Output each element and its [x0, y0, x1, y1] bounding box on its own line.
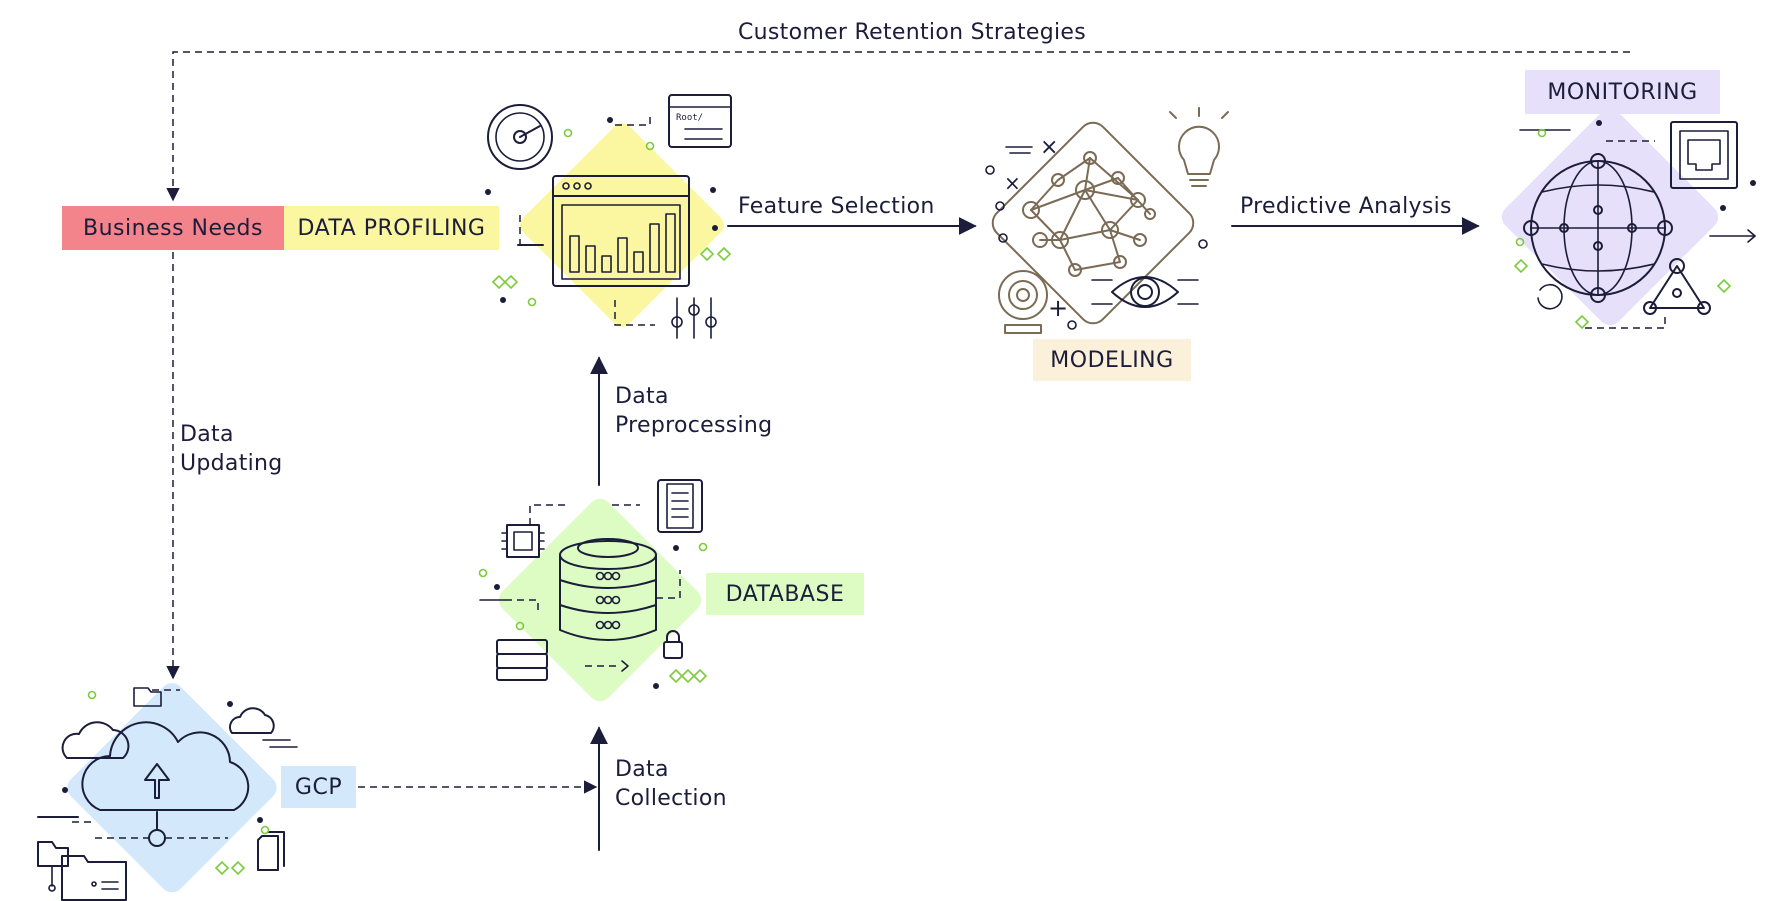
- cloud-upload-icon: [37, 683, 298, 901]
- svg-text:×: ×: [1040, 135, 1058, 160]
- customer-retention-label: Customer Retention Strategies: [738, 20, 1086, 45]
- connectors: [166, 51, 1630, 851]
- data-profiling-node: DATA PROFILING: [284, 206, 499, 250]
- database-node: DATABASE: [706, 573, 864, 615]
- business-needs-node: Business Needs: [62, 206, 284, 250]
- globe-network-icon: [1501, 108, 1756, 330]
- neural-network-brain-icon: × × +: [985, 107, 1229, 334]
- gcp-node: GCP: [281, 766, 356, 808]
- root-folder-text: Root/: [676, 113, 703, 123]
- svg-text:×: ×: [1004, 171, 1021, 195]
- data-collection-label: Data Collection: [615, 757, 727, 811]
- modeling-node: MODELING: [1033, 339, 1191, 381]
- svg-text:+: +: [1048, 294, 1068, 322]
- feature-selection-label: Feature Selection: [738, 194, 935, 219]
- monitoring-node: MONITORING: [1525, 70, 1720, 114]
- predictive-analysis-label: Predictive Analysis: [1240, 194, 1452, 219]
- data-preprocessing-label: Data Preprocessing: [615, 384, 773, 438]
- edge-customer-retention: [166, 51, 1630, 202]
- database-server-icon: [478, 479, 708, 702]
- dashboard-bar-chart-icon: Root/: [485, 94, 732, 339]
- data-updating-label: Data Updating: [180, 422, 283, 476]
